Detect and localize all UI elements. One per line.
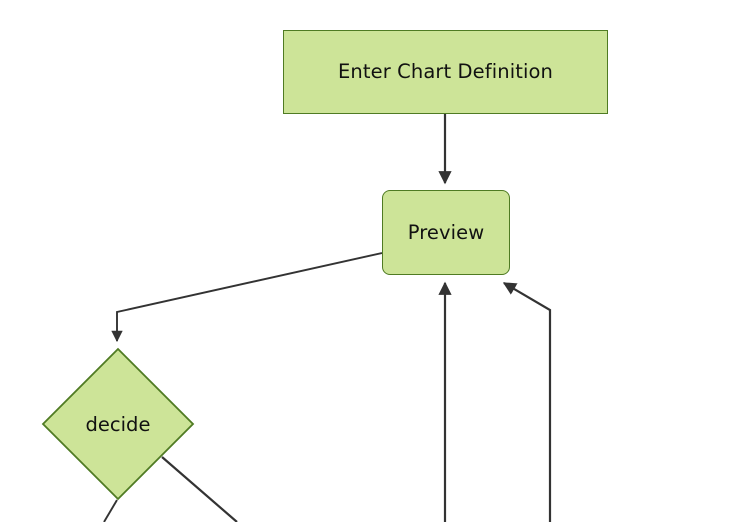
edge-decide-out-bottom	[103, 499, 118, 522]
node-preview[interactable]: Preview	[382, 190, 510, 275]
edge-incoming-right-to-preview	[502, 282, 552, 522]
node-preview-label: Preview	[407, 220, 485, 244]
edge-preview-to-decide	[111, 252, 383, 343]
node-decide[interactable]: decide	[41, 347, 195, 501]
node-enter-chart-definition-label: Enter Chart Definition	[338, 60, 553, 84]
node-enter-chart-definition[interactable]: Enter Chart Definition	[283, 30, 608, 114]
edge-decide-out-right	[161, 456, 238, 522]
decide-diamond-shape	[41, 347, 195, 501]
